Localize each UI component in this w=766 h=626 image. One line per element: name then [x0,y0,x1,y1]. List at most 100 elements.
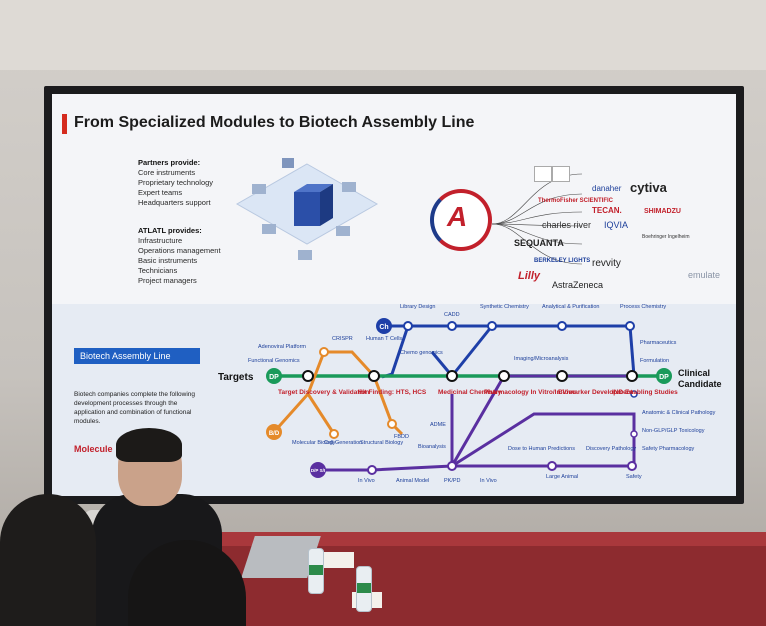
station-anatomic [630,430,638,438]
section-tag: Biotech Assembly Line [74,348,200,364]
station-fbdd [387,419,397,429]
purple-line [318,464,632,472]
badge-dp-start-label: DP [269,374,279,381]
presenter-hair [116,428,182,462]
partner-logo-danaher: danaher [592,184,622,193]
water-bottle [356,566,372,612]
station-pkpd [447,461,457,471]
station-cadd [447,321,457,331]
slide-title: From Specialized Modules to Biotech Asse… [74,114,475,131]
label-medicinal-chemistry: Medicinal Chemistry [438,389,502,396]
atlatl-logo-mark: A [447,201,468,232]
label-cell-generation: Cell Generation [324,440,362,446]
label-pharmaceutics: Pharmaceutics [640,340,677,346]
label-chemogenomics: Chemo genomics [400,350,443,356]
station-large-animal [547,461,557,471]
partners-item: Core instruments [138,168,196,177]
station-safety [627,461,637,471]
label-molecular-biology: Molecular Biology [292,440,336,446]
station-pharmacology [498,370,510,382]
badge-dp-end-label: DP [659,374,669,381]
label-biomarker: Biomarker Development [558,389,634,396]
station-target-discovery [302,370,314,382]
partner-logo-revvity: revvity [592,258,621,269]
atlatl-heading: ATLATL provides: [138,226,202,235]
station-crispr [319,347,329,357]
atlatl-item: Basic instruments [138,256,198,265]
atlatl-item: Infrastructure [138,236,183,245]
label-analytical: Analytical & Purification [542,304,599,310]
blue-line-diagonal [450,325,494,377]
ceiling [0,0,766,70]
slide-top-panel [52,94,736,304]
badge-dp-start [266,368,282,384]
bottle-label [357,583,371,593]
label-animal-model: Animal Model [396,478,429,484]
label-anatomic-pathology: Anatomic & Clinical Pathology [642,410,716,416]
label-cadd: CADD [444,312,460,318]
atlatl-item: Technicians [138,266,178,275]
badge-bd [266,424,282,440]
station-molecular-biology [329,429,339,439]
label-structural-biology: Structural Biology [360,440,403,446]
badge-ch [376,318,392,334]
label-dose-prediction: Dose to Human Predictions [508,446,575,452]
audience-head-middle [128,540,246,626]
start-label: Targets [218,372,254,383]
orange-line-branch [306,393,336,435]
station-biomarker [556,370,568,382]
audience-head-left [0,494,96,626]
conference-table-top [220,532,766,546]
label-in-vivo-1: In Vivo [358,478,375,484]
partners-item: Proprietary technology [138,178,214,187]
label-target-discovery: Target Discovery & Validation [278,389,369,396]
partners-heading: Partners provide: [138,158,201,167]
badge-dps [310,462,326,478]
water-bottle [308,548,324,594]
label-discovery-pathology: Discovery Pathology [586,446,636,452]
partner-logo-iqvia: IQVIA [604,220,629,230]
label-in-vivo-2: In Vivo [480,478,497,484]
partner-logo-charles-river: charles river [542,220,592,230]
atlatl-item: Operations management [138,246,221,255]
bottle-label [309,565,323,575]
station-analytical [557,321,567,331]
label-adme: ADME [430,422,446,428]
isometric-lab-illustration [235,158,379,260]
station-process [625,321,635,331]
badge-dp-end [656,368,672,384]
station-synthetic [487,321,497,331]
label-synthetic-chemistry: Synthetic Chemistry [480,304,529,310]
end-label-line-2: Candidate [678,379,722,389]
partner-logo-lilly: Lilly [518,270,541,282]
label-human-t-cells: Human T Cells [366,336,402,342]
title-accent-bar [62,114,67,134]
partners-item: Expert teams [138,188,183,197]
label-functional-genomics: Functional Genomics [248,358,300,364]
label-pkpd: PK/PD [444,478,461,484]
molecule-label: Molecule [74,444,113,454]
partner-logo-boehringer: Boehringer Ingelheim [642,234,690,240]
label-adenoviral: Adenoviral Platform [258,344,306,350]
label-large-animal: Large Animal [546,474,578,480]
label-process-chemistry: Process Chemistry [620,304,666,310]
label-library-design: Library Design [400,304,435,310]
partner-logo-cytiva: cytiva [630,180,667,195]
subway-map-diagram: Ch DP B/D D/P S/I DP Targets Clinical Ca… [218,304,722,484]
label-ind: IND Enabling Studies [612,389,678,396]
assembly-line-description: Biotech companies complete the following… [74,391,196,425]
badge-ch-label: Ch [379,324,388,331]
label-safety-pharmacology: Safety Pharmacology [642,446,695,452]
partners-item: Headquarters support [138,198,211,207]
label-fbdd: FBDD [394,434,409,440]
label-pharmacology: Pharmacology In Vitro/In Vivo [484,389,576,396]
partner-logo-sequanta: SEQUANTA [514,238,564,248]
label-crispr: CRISPR [332,336,353,342]
station-hit-finding [368,370,380,382]
partners-block: Partners provide: Core instruments Propr… [138,158,213,208]
station-ind [626,370,638,382]
label-hit-finding: Hit Finding: HTS, HCS [358,389,427,396]
purple-line-right [451,412,636,468]
label-imaging: Imaging/Microanalysis [514,356,569,362]
partner-logo-shimadzu: SHIMADZU [644,208,681,215]
